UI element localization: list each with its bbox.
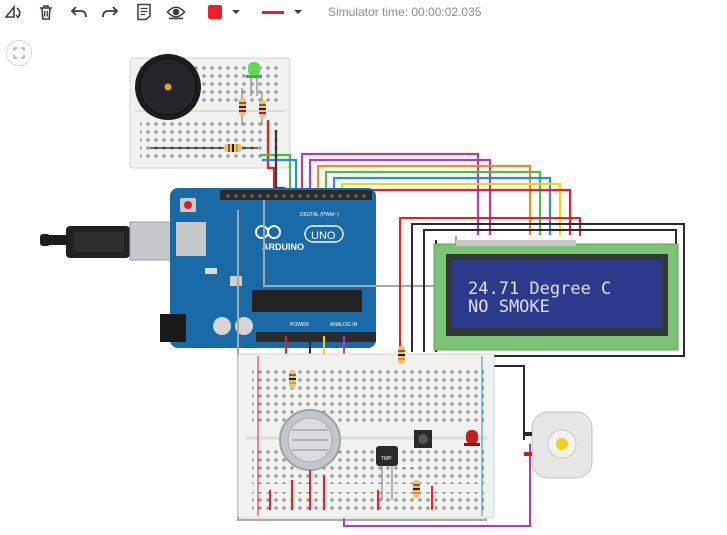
notes-icon	[137, 3, 151, 21]
lcd-line-1: 24.71 Degree C	[468, 279, 611, 299]
rotate-button[interactable]	[2, 1, 26, 23]
arduino-model: UNO	[311, 230, 336, 242]
undo-icon	[70, 6, 87, 18]
usb-cable[interactable]	[40, 221, 173, 261]
undo-button[interactable]	[67, 1, 91, 23]
arduino-uno-board[interactable]: DIGITAL (PWM~) ARDUINO UNO POWER ANALOG …	[160, 188, 376, 348]
chevron-down-icon	[293, 10, 302, 14]
line-color-picker[interactable]	[258, 1, 306, 23]
fit-to-view-button[interactable]	[6, 40, 32, 66]
fill-color-swatch	[207, 5, 222, 19]
red-led[interactable]	[464, 430, 480, 446]
piezo-buzzer[interactable]	[135, 54, 201, 120]
digital-label: DIGITAL (PWM~)	[300, 212, 339, 218]
temperature-sensor[interactable]: TMP	[376, 446, 398, 500]
power-label: POWER	[290, 322, 309, 328]
resistor[interactable]	[259, 92, 266, 125]
resistor[interactable]	[150, 144, 258, 152]
toolbar: Simulator time: 00:00:02.035	[0, 0, 727, 26]
main-breadboard[interactable]	[237, 353, 495, 519]
temp-sensor-label: TMP	[381, 456, 392, 462]
green-led[interactable]	[246, 62, 262, 96]
circuit-canvas[interactable]: DIGITAL (PWM~) ARDUINO UNO POWER ANALOG …	[0, 26, 727, 535]
delete-button[interactable]	[34, 1, 58, 23]
chevron-down-icon	[231, 10, 240, 14]
arduino-brand: ARDUINO	[262, 242, 304, 252]
redo-button[interactable]	[98, 1, 122, 23]
simulator-time: Simulator time: 00:00:02.035	[328, 5, 482, 19]
lcd-line-2: NO SMOKE	[468, 297, 550, 317]
resistor[interactable]	[398, 346, 405, 364]
gas-sensor[interactable]	[279, 409, 341, 471]
resistor[interactable]	[289, 370, 296, 388]
rotate-icon	[4, 4, 21, 19]
analog-label: ANALOG IN	[330, 322, 358, 328]
resistor[interactable]	[413, 480, 420, 498]
push-button[interactable]	[414, 430, 432, 448]
notes-button[interactable]	[132, 1, 156, 23]
fill-color-picker[interactable]	[202, 1, 246, 23]
wires-breadboard	[269, 465, 433, 510]
visibility-button[interactable]	[164, 1, 188, 23]
resistor[interactable]	[239, 88, 246, 125]
lcd-display[interactable]: 24.71 Degree C NO SMOKE	[433, 240, 679, 351]
dc-motor[interactable]	[524, 411, 593, 479]
line-color-swatch	[261, 10, 284, 14]
fit-view-icon	[13, 47, 25, 59]
eye-icon	[166, 6, 186, 20]
redo-icon	[102, 6, 119, 18]
trash-icon	[40, 4, 52, 20]
